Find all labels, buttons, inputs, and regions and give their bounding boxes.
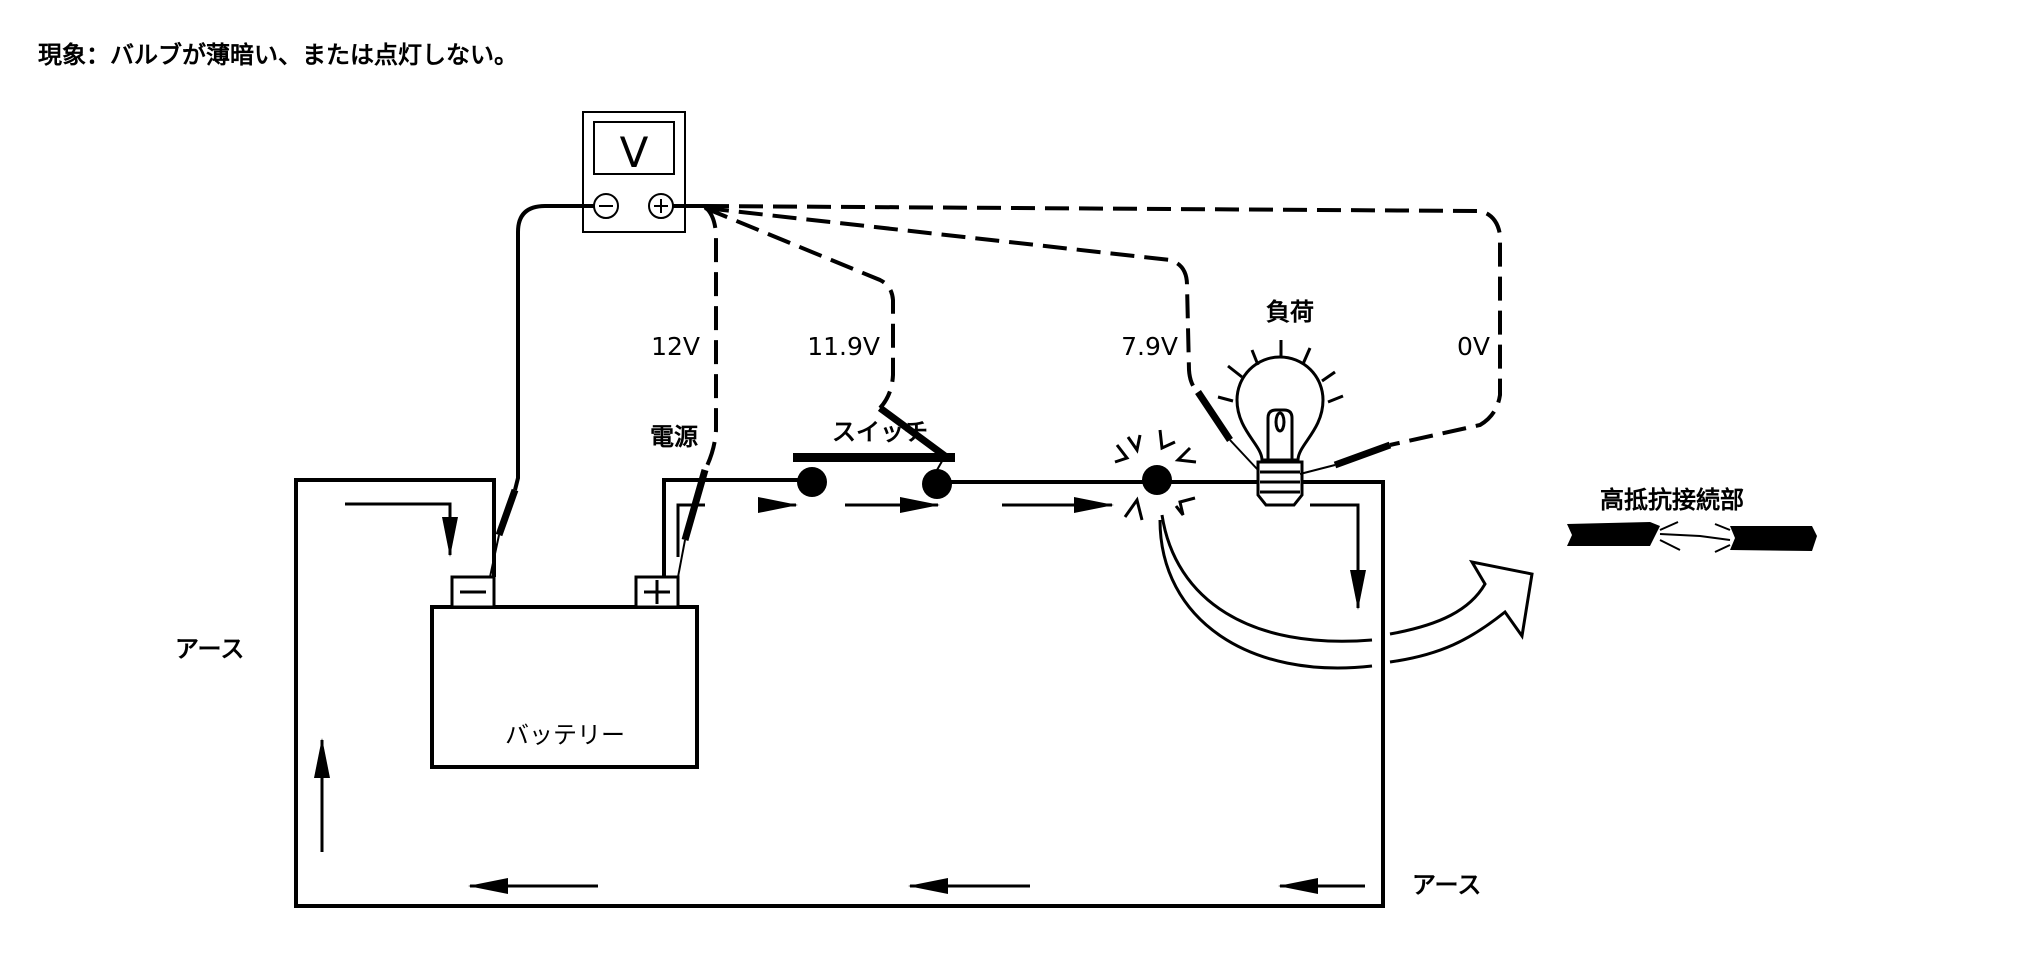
probe-body xyxy=(877,405,948,459)
voltmeter-display xyxy=(593,121,675,175)
bulb-filament-support xyxy=(1266,408,1294,460)
ground-label-right: アース xyxy=(1412,871,1481,899)
load-label: 負荷 xyxy=(1266,298,1314,326)
switch-lever xyxy=(793,453,955,462)
spark-icon xyxy=(1114,429,1197,521)
reading-7-9v: 7.9V xyxy=(1121,332,1178,361)
high-resistance-node xyxy=(1114,429,1197,521)
wire-segment-right xyxy=(1730,526,1817,551)
arrow-icon xyxy=(1310,503,1366,610)
callout-arrow xyxy=(1158,514,1534,670)
probe-tip xyxy=(677,539,686,578)
bulb-base-threads xyxy=(1260,470,1300,494)
voltmeter-display-symbol: V xyxy=(620,128,649,177)
current-flow-arrows xyxy=(314,497,1366,894)
lead-0v xyxy=(704,204,1502,447)
resistance-dot xyxy=(1142,465,1172,495)
positive-wire xyxy=(662,478,812,577)
plus-icon xyxy=(644,580,670,604)
ground-label-left: アース xyxy=(175,635,244,663)
plus-icon xyxy=(654,199,668,213)
battery: バッテリー xyxy=(430,575,699,769)
filament-icon xyxy=(1274,411,1286,433)
probe-body xyxy=(1333,441,1392,469)
reading-0v: 0V xyxy=(1457,332,1490,361)
switch: スイッチ xyxy=(793,418,955,499)
reading-11-9v: 11.9V xyxy=(807,332,880,361)
arrow-icon xyxy=(676,503,705,557)
probe-tip xyxy=(1299,464,1336,475)
circuit-wires xyxy=(294,478,1385,908)
bulb: 負荷 xyxy=(1217,298,1344,507)
positive-test-leads xyxy=(673,204,1502,578)
reading-12v: 12V xyxy=(651,332,700,361)
switch-contact-input xyxy=(797,467,827,497)
probe-tip xyxy=(489,534,500,578)
ground-wire-left xyxy=(294,478,1385,908)
power-source-label: 電源 xyxy=(650,423,698,451)
lead-11-9v xyxy=(704,206,895,410)
frayed-strands xyxy=(1659,521,1731,553)
voltmeter: V xyxy=(582,111,686,233)
page-title: 現象：バルブが薄暗い、または点灯しない。 xyxy=(38,41,518,69)
bulb-glass xyxy=(1235,355,1325,462)
battery-body xyxy=(430,605,699,769)
probe-tip xyxy=(1229,439,1259,471)
probe-tip xyxy=(936,455,946,471)
high-resistance-detail: 高抵抗接続部 xyxy=(1567,486,1817,553)
light-rays-icon xyxy=(1217,340,1344,404)
negative-test-lead xyxy=(489,204,594,578)
arrow-icon xyxy=(345,502,458,557)
wire-segment-left xyxy=(1567,522,1660,546)
lead-7-9v xyxy=(704,206,1200,394)
probe-body xyxy=(495,488,519,537)
probe-body xyxy=(1195,390,1233,442)
battery-label: バッテリー xyxy=(505,721,625,749)
lead-12v xyxy=(703,205,718,471)
switch-contact-output xyxy=(922,469,952,499)
high-resistance-label: 高抵抗接続部 xyxy=(1600,486,1744,514)
